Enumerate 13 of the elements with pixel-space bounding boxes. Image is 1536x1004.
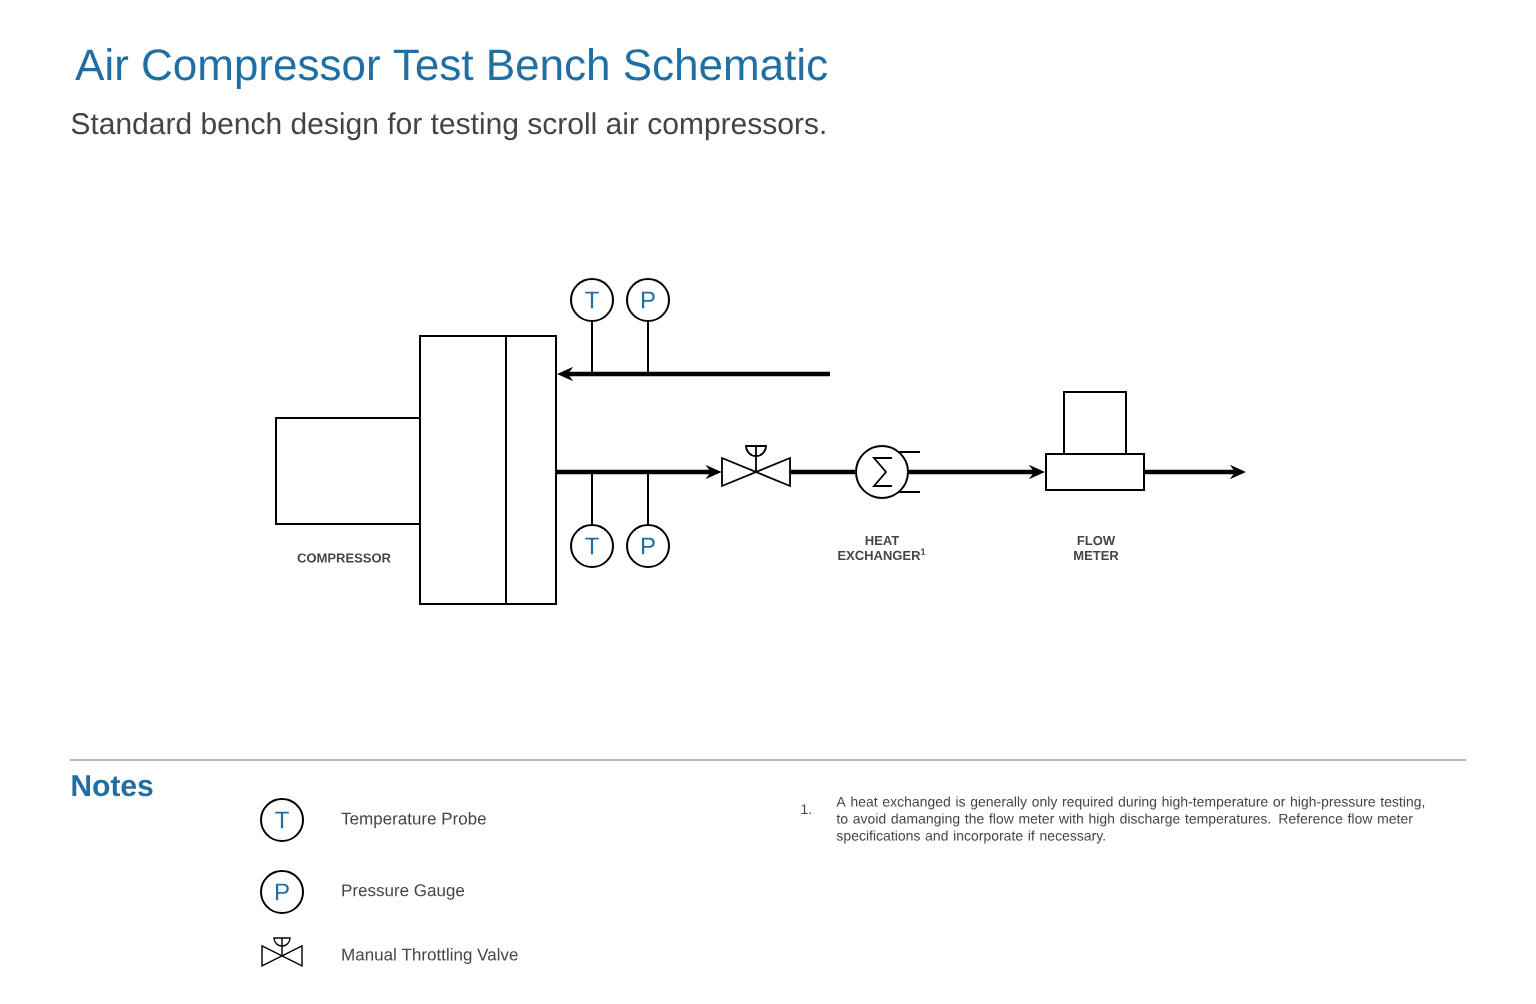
legend-text: Pressure Gauge [342,884,465,900]
title: Air Compressor Test Bench Schematic [75,48,827,90]
pipe-line [790,469,855,475]
notes-heading: Notes [72,775,153,797]
legend-text: Manual Throttling Valve [342,948,518,964]
subtitle: Standard bench design for testing scroll air compressors. [71,112,825,141]
legend-text: Temperature Probe [341,812,486,828]
instrument-stem [647,471,649,525]
instrument-stem [591,321,593,375]
compressor-head [419,335,557,605]
instrument-stem [591,471,593,525]
valve-symbol [721,445,791,488]
instrument-stem [647,321,649,375]
